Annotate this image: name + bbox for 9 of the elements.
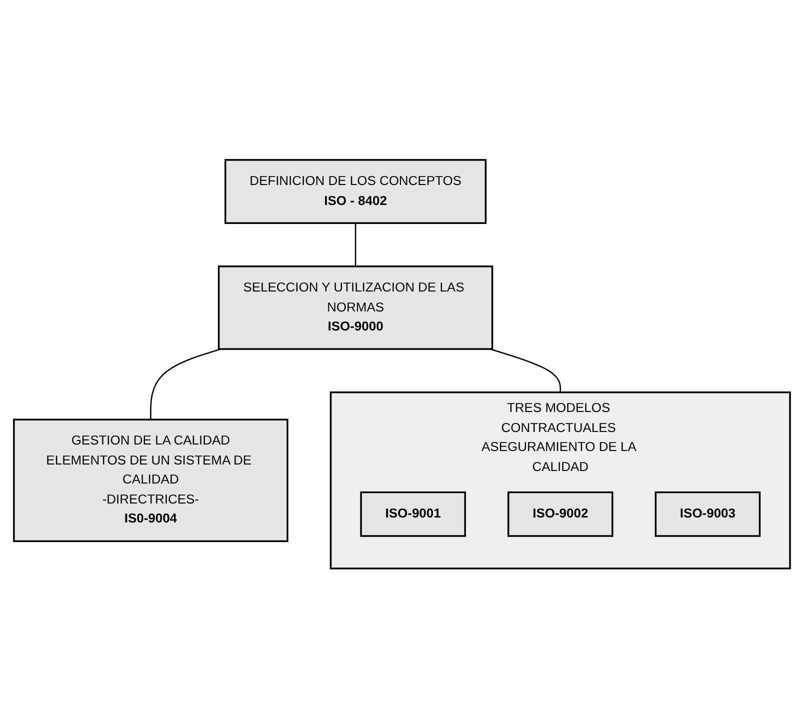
connector [150, 348, 222, 420]
connector [490, 348, 562, 392]
node-box: ISO-9003 [654, 491, 761, 537]
node-box: GESTION DE LA CALIDAD ELEMENTOS DE UN SISTEMA DE CALIDAD -DIRECTRICES- IS0-9004 [13, 418, 288, 542]
connector [354, 222, 356, 266]
node-box: DEFINICION DE LOS CONCEPTOS ISO - 8402 [224, 158, 487, 224]
node-box: SELECCION Y UTILIZACION DE LAS NORMAS ISO-9000 [218, 265, 494, 350]
node-box: ISO-9002 [508, 491, 614, 537]
node-box: ISO-9001 [360, 491, 466, 537]
